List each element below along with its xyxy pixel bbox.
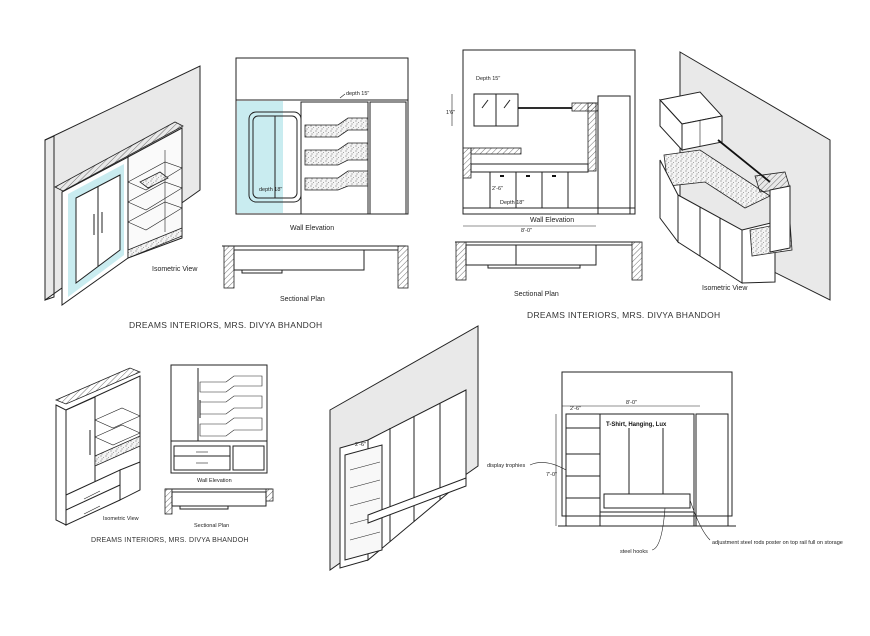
note-display-trophies: display trophies [487, 463, 525, 469]
wardrobe-frame [561, 371, 733, 517]
isometric-view-label-3: Isometric View [103, 516, 139, 522]
drawing-1-elevation: depth 15" depth 18" Wall Elevation [235, 57, 409, 232]
sectional-plan-label-3: Sectional Plan [194, 523, 229, 529]
caption-3: DREAMS INTERIORS, MRS. DIVYA BHANDOH [91, 537, 249, 544]
drawing-5-elevation: 8'-0" 2'-6" T-Shirt, Hanging, Lux 7'-0" … [487, 371, 843, 555]
plan-wall-left [223, 245, 235, 289]
depth-18-label: depth 18" [259, 187, 282, 193]
drawing-1-plan: Sectional Plan [222, 245, 409, 303]
elevation-frame-3 [170, 364, 268, 474]
wall-elevation-label-2: Wall Elevation [530, 217, 574, 224]
wall-elevation-label-3: Wall Elevation [197, 478, 232, 484]
kitchen-elevation-frame [462, 49, 636, 215]
left-width-label: 2'-6" [570, 406, 581, 412]
drawing-2-elevation: 1'6" Depth 15" 2'-6" Depth 18" Wall Elev… [446, 49, 636, 234]
tall-unit [597, 95, 631, 215]
depth-15-label-2: Depth 15" [476, 76, 500, 82]
drawing-3-isometric: Isometric View [54, 367, 142, 526]
top-slab [54, 121, 184, 192]
height-7-0-label: 7'-0" [546, 472, 557, 478]
note-steel-hooks: steel hooks [620, 549, 648, 555]
height-1-6-label: 1'6" [446, 110, 455, 116]
depth-15-label: depth 15" [346, 91, 369, 97]
sectional-plan-label: Sectional Plan [280, 296, 325, 303]
drawing-3-elevation: Wall Elevation [170, 364, 268, 484]
dimension-2-6-label: 2'-6" [355, 442, 366, 448]
plan-wall-right [397, 245, 409, 289]
drawing-2-plan: Sectional Plan [455, 241, 643, 298]
drawing-2-isometric: Isometric View [659, 51, 831, 301]
isometric-view-label-2: Isometric View [702, 285, 748, 292]
sectional-plan-label-2: Sectional Plan [514, 291, 559, 298]
width-8-0-label: 8'-0" [521, 228, 532, 234]
caption-2: DREAMS INTERIORS, MRS. DIVYA BHANDOH [527, 310, 720, 320]
hanging-title-label: T-Shirt, Hanging, Lux [606, 422, 667, 428]
drawing-1-isometric: Isometric View [44, 65, 201, 306]
top-width-label: 8'-0" [626, 400, 637, 406]
depth-18-label-2: Depth 18" [500, 200, 524, 206]
drawing-4-isometric: 2'-6" [329, 325, 479, 571]
note-steel-rods: adjustment steel rods poster on top rail… [712, 540, 843, 546]
height-2-6-label: 2'-6" [492, 186, 503, 192]
caption-1: DREAMS INTERIORS, MRS. DIVYA BHANDOH [129, 320, 322, 330]
isometric-view-label: Isometric View [152, 266, 198, 273]
wall-elevation-label: Wall Elevation [290, 225, 334, 232]
drawing-3-plan: Sectional Plan [164, 488, 274, 529]
